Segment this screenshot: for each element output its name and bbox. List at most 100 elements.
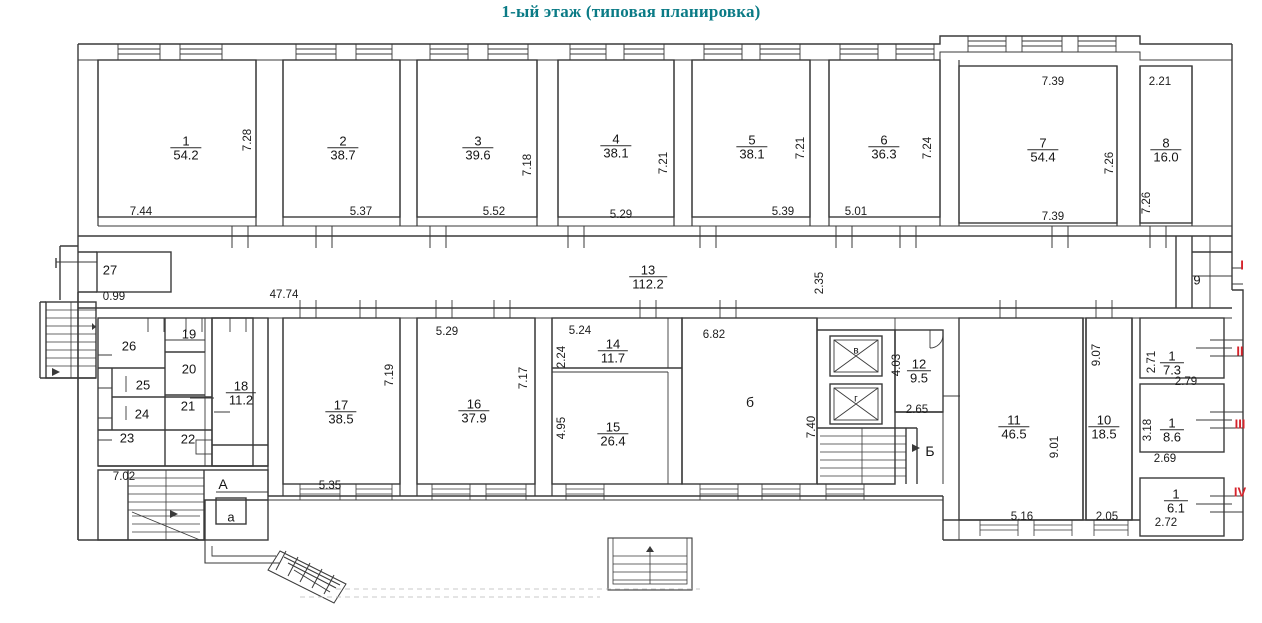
- dim-room7-width: 7.39: [1041, 211, 1065, 223]
- dim-hall-b-height: 7.40: [806, 415, 818, 439]
- dim-unit-III-height: 3.18: [1142, 418, 1154, 442]
- room-area: 38.1: [736, 146, 768, 161]
- room-number: 12: [911, 356, 927, 372]
- room-label-6: 6 36.3: [868, 133, 900, 161]
- axis-marker-I: I: [1240, 257, 1244, 273]
- stair-label-a-upper: А: [218, 476, 228, 492]
- room-area: 36.3: [868, 146, 900, 161]
- elevator-label-g: г: [854, 393, 858, 405]
- room-area: 16.0: [1150, 149, 1182, 164]
- room-area: 26.4: [597, 433, 629, 448]
- room-label-9: 9: [1193, 272, 1201, 288]
- dim-room3-height: 7.18: [522, 153, 534, 177]
- axis-marker-II: II: [1236, 343, 1244, 359]
- room-number: 2: [339, 133, 347, 149]
- dim-room7-width-top: 7.39: [1041, 76, 1065, 88]
- room-area: 8.6: [1159, 429, 1185, 444]
- room-label-2: 2 38.7: [327, 133, 359, 162]
- room-number: 1: [182, 133, 190, 149]
- dim-room10-height: 9.07: [1091, 343, 1103, 367]
- room-area: 18.5: [1088, 426, 1120, 441]
- room-area: 11.2: [225, 392, 257, 407]
- room-label-3: 3 39.6: [462, 134, 494, 162]
- room-label-5: 5 38.1: [736, 132, 768, 161]
- room-area: 39.6: [462, 147, 494, 162]
- room-label-26: 26: [121, 338, 137, 354]
- dim-room2-width: 5.37: [349, 206, 373, 218]
- dim-room17-height: 7.19: [384, 363, 396, 387]
- dim-room1-width: 7.44: [129, 206, 153, 218]
- axis-marker-III: III: [1234, 416, 1246, 432]
- dim-room14-width: 5.24: [568, 325, 592, 337]
- dim-room6-height: 7.24: [922, 136, 934, 160]
- dim-unit-II-width: 2.79: [1174, 376, 1198, 388]
- room-number: 15: [605, 419, 621, 435]
- room-number: 16: [466, 396, 482, 412]
- room-number: 14: [605, 336, 621, 352]
- room-number: 8: [1162, 135, 1170, 151]
- dim-room7-height: 7.26: [1104, 151, 1116, 175]
- room-area: 38.7: [327, 147, 359, 162]
- room-label-27: 27: [102, 262, 118, 278]
- dim-room3-width: 5.52: [482, 206, 506, 218]
- room-label-23: 23: [119, 430, 135, 446]
- room-label-21: 21: [180, 398, 196, 414]
- room-label-17: 17 38.5: [325, 398, 357, 426]
- dim-room16-width: 5.29: [435, 326, 459, 338]
- dim-room5-width: 5.39: [771, 206, 795, 218]
- dim-room16-height: 7.17: [518, 366, 530, 390]
- room-label-1: 1 54.2: [170, 133, 202, 162]
- room-area: 54.4: [1027, 149, 1059, 164]
- room-number: 5: [748, 132, 756, 148]
- dim-room6-width: 5.01: [844, 206, 868, 218]
- room-label-unit-IV: 1 6.1: [1163, 486, 1189, 515]
- room-area: 46.5: [998, 426, 1030, 441]
- stair-label-a-lower: а: [227, 509, 235, 525]
- room-area: 38.5: [325, 411, 357, 426]
- dim-room8-width: 2.21: [1148, 76, 1172, 88]
- dim-room8-height: 7.26: [1141, 191, 1153, 215]
- room-label-24: 24: [134, 406, 150, 422]
- room-label-22: 22: [180, 431, 196, 447]
- elevator-label-v: в: [853, 345, 859, 357]
- room-label-4: 4 38.1: [600, 131, 632, 160]
- dim-room1-height: 7.28: [242, 128, 254, 152]
- room-label-19: 19: [181, 326, 197, 342]
- room-label-13-corridor: 13 112.2: [629, 263, 667, 291]
- room-number: 1: [1172, 486, 1180, 502]
- dim-unit-III-width: 2.69: [1153, 453, 1177, 465]
- room-area: 112.2: [629, 276, 667, 291]
- room-number: 1: [1168, 415, 1176, 431]
- room-area: 54.2: [170, 147, 202, 162]
- room-area: 11.7: [597, 350, 629, 365]
- dim-room15-height: 4.95: [556, 416, 568, 440]
- room-label-16: 16 37.9: [458, 396, 490, 425]
- room-number: 11: [1007, 412, 1021, 428]
- room-number: 13: [640, 262, 656, 278]
- hall-label-b: б: [745, 394, 755, 410]
- dim-unit-IV-width: 2.72: [1154, 517, 1178, 529]
- room-label-18: 18 11.2: [225, 378, 257, 407]
- dim-misc-7-02: 7.02: [112, 471, 136, 483]
- room-area: 6.1: [1163, 500, 1189, 515]
- room-area: 38.1: [600, 145, 632, 160]
- room-label-7: 7 54.4: [1027, 136, 1059, 164]
- room-number: 18: [233, 378, 249, 394]
- dim-room10-width: 2.05: [1095, 511, 1119, 523]
- room-number: 10: [1096, 412, 1112, 428]
- dim-room12-height: 4.03: [891, 353, 903, 377]
- room-number: 4: [612, 131, 620, 147]
- dim-corridor-width: 2.35: [814, 271, 826, 295]
- room-label-10: 10 18.5: [1088, 412, 1120, 441]
- room-label-15: 15 26.4: [597, 419, 629, 448]
- dim-room4-width: 5.29: [609, 209, 633, 221]
- dim-room5-height: 7.21: [795, 136, 807, 160]
- dim-corridor-length: 47.74: [269, 289, 299, 301]
- room-label-unit-II: 1 7.3: [1159, 349, 1185, 377]
- dim-misc-0-99: 0.99: [102, 291, 126, 303]
- dim-room17-width: 5.35: [318, 480, 342, 492]
- axis-marker-IV: IV: [1233, 484, 1247, 500]
- room-label-8: 8 16.0: [1150, 135, 1182, 164]
